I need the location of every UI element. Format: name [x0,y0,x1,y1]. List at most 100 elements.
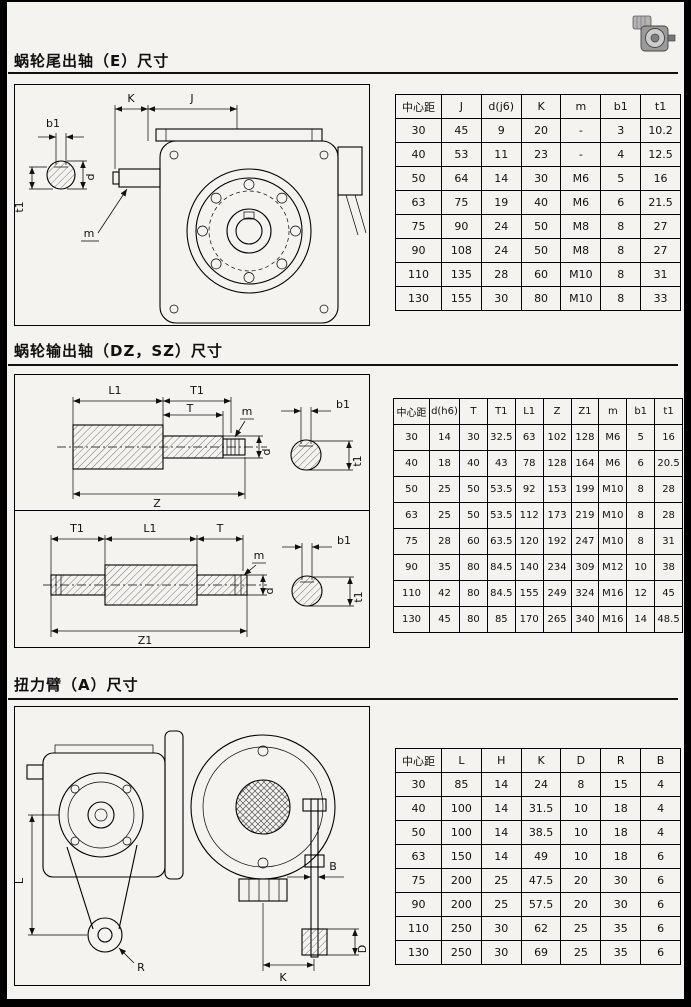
table-cell: 43 [486,450,516,477]
dim-label-L1: L1 [108,384,121,397]
table-cell: 80 [459,606,488,633]
table-cell: - [560,118,602,143]
table-cell: 90 [395,892,442,917]
table-cell: 23 [520,142,562,167]
dim-label-K: K [127,92,135,105]
table-cell: 30 [600,892,642,917]
table-cell: 90 [395,238,442,263]
table-cell: 60 [520,262,562,287]
table-cell: 30 [459,424,488,451]
table-cell: 31.5 [520,796,562,821]
table-cell: 10 [560,820,602,845]
table-cell: 340 [570,606,600,633]
column-header: Z1 [570,398,600,425]
table-cell: M6 [598,450,628,477]
table-cell: 80 [520,286,562,311]
table-cell: 170 [514,606,544,633]
dim-label-R: R [137,961,145,974]
table-cell: 45 [429,606,460,633]
table-cell: 6 [640,892,681,917]
dim-label-B: B [329,860,337,873]
column-header: R [600,748,642,773]
table-cell: 110 [395,262,442,287]
table-cell: 64 [441,166,482,191]
table-cell: 8 [600,262,642,287]
table-cell: 40 [395,142,442,167]
table-cell: 30 [393,424,430,451]
column-header: T [459,398,488,425]
table-cell: 20 [560,868,602,893]
table-cell: 4 [600,142,642,167]
table-cell: 12 [626,580,656,607]
table-cell: 130 [395,940,442,965]
table-cell: 80 [459,580,488,607]
column-header: m [560,94,602,119]
table-cell: 25 [429,476,460,503]
table-cell: 102 [542,424,572,451]
table-cell: 14 [480,796,522,821]
column-header: 中心距 [395,94,442,119]
table-cell: 8 [626,476,656,503]
dim-label-m: m [242,405,253,418]
table-cell: M10 [598,476,628,503]
table-cell: 135 [441,262,482,287]
table-cell: 16 [640,166,681,191]
dim-label-d: d [263,588,276,595]
page-border-top [0,0,691,2]
table-cell: 24 [520,772,562,797]
section-dz-title: 蜗轮输出轴（DZ，SZ）尺寸 [14,342,224,360]
column-header: D [560,748,602,773]
table-cell: 10 [560,844,602,869]
dim-label-J: J [189,92,193,105]
table-cell: 47.5 [520,868,562,893]
table-cell: 50 [520,214,562,239]
table-cell: 28 [480,262,522,287]
table-cell: 234 [542,554,572,581]
table-cell: 42 [429,580,460,607]
shaft-section [46,160,76,190]
table-cell: 5 [626,424,656,451]
table-cell: 25 [560,940,602,965]
table-cell: 24 [480,214,522,239]
drawing-e-type: b1 t1 d m K J [14,84,370,326]
table-cell: 35 [600,940,642,965]
table-cell: 33 [640,286,681,311]
table-cell: M10 [560,262,602,287]
table-cell: 150 [441,844,482,869]
table-cell: 40 [459,450,488,477]
dim-label-b1: b1 [336,398,350,411]
dim-label-Z1: Z1 [138,634,153,647]
section-e-title: 蜗轮尾出轴（E）尺寸 [14,52,170,70]
table-cell: 128 [542,450,572,477]
column-header: d(h6) [429,398,460,425]
table-cell: 130 [393,606,430,633]
drawing-torque-arm: L R B [14,706,370,986]
table-cell: 18 [600,820,642,845]
table-cell: 30 [480,286,522,311]
dim-label-D: D [356,945,369,953]
torque-arm-diagram: L R B [15,730,369,984]
table-cell: 140 [514,554,544,581]
table-cell: 30 [395,118,442,143]
column-header: m [598,398,628,425]
column-header: K [520,94,562,119]
table-cell: 90 [393,554,430,581]
table-cell: 12.5 [640,142,681,167]
column-header: B [640,748,681,773]
table-cell: 8 [560,772,602,797]
table-cell: 14 [429,424,460,451]
